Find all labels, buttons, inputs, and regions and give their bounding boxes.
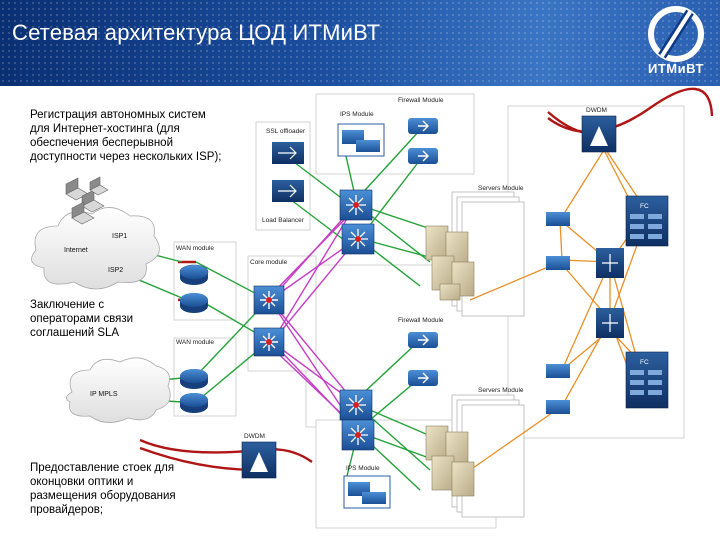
dwdm-1-label: DWDM (586, 107, 607, 114)
note-line: операторами связи (30, 313, 134, 325)
wan-router-icons (179, 264, 209, 413)
wan-module-1-label: WAN module (176, 245, 214, 252)
header-pattern (0, 0, 720, 86)
isp2-label: ISP2 (108, 267, 123, 274)
fc-storage-1-icon (625, 195, 669, 247)
firewall-module-1-label: Firewall Module (398, 97, 444, 104)
server-stack-1-icon (425, 225, 475, 301)
ips-module-2-icon (343, 475, 391, 509)
note-line: обеспечения бесперывной (30, 137, 173, 149)
ip-mpls-label: IP MPLS (90, 391, 118, 398)
note-line: доступности через нескольких ISP); (30, 151, 222, 163)
aggregation-switch-icons (339, 189, 375, 451)
itmivt-logo-icon (648, 6, 704, 62)
slide-title: Сетевая архитектура ЦОД ИТМиВТ (12, 20, 381, 45)
ips-module-1-icon (337, 123, 385, 157)
core-module-label: Core module (250, 259, 288, 266)
firewall-module-2-label: Firewall Module (398, 317, 444, 324)
servers-module-1-label: Servers Module (478, 185, 524, 192)
racks-note: Предоставление стоек для оконцовки оптик… (30, 461, 176, 517)
core-links (265, 203, 359, 433)
ssl-offloader-label: SSL offloader (266, 128, 306, 135)
dwdm-2-label: DWDM (244, 433, 265, 440)
fc-1-label: FC (640, 203, 649, 210)
note-line: соглашений SLA (30, 327, 120, 339)
note-line: Регистрация автономных систем (30, 109, 206, 121)
note-line: оконцовки оптики и (30, 476, 134, 488)
firewall-1-icons (408, 118, 438, 164)
ips-module-1-label: IPS Module (340, 111, 374, 118)
note-line: для Интернет-хостинга (для (30, 123, 180, 135)
dwdm-2-icon (241, 441, 277, 479)
fc-2-label: FC (640, 359, 649, 366)
storage-switch-icons (546, 212, 624, 414)
slide-header: Сетевая архитектура ЦОД ИТМиВТ ИТМиВТ (0, 0, 720, 86)
servers-module-2-label: Servers Module (478, 387, 524, 394)
firewall-2-icons (408, 332, 438, 386)
ssl-offloader-icons (272, 142, 304, 202)
note-line: размещения оборудования (30, 490, 176, 502)
internet-label: Internet (64, 247, 88, 254)
isp1-label: ISP1 (112, 233, 127, 240)
note-line: провайдеров; (30, 504, 104, 516)
sla-note: Заключение с операторами связи соглашени… (30, 298, 133, 340)
isp-registration-note: Регистрация автономных систем для Интерн… (30, 108, 221, 164)
dwdm-1-icon (581, 115, 617, 153)
server-stack-2-icon (425, 425, 475, 497)
core-switch-icons (253, 285, 285, 357)
brand-name: ИТМиВТ (648, 61, 704, 76)
ip-mpls-cloud (66, 357, 171, 423)
note-line: Заключение с (30, 299, 105, 311)
network-diagram: Internet ISP1 ISP2 IP MPLS WAN module WA… (31, 87, 714, 529)
wan-module-2-label: WAN module (176, 339, 214, 346)
laptop-users-icon (65, 176, 109, 225)
note-line: Предоставление стоек для (30, 462, 175, 474)
load-balancer-label: Load Balancer (262, 217, 305, 224)
fc-storage-2-icon (625, 351, 669, 409)
ips-module-2-label: IPS Module (346, 465, 380, 472)
internet-cloud (31, 207, 160, 290)
